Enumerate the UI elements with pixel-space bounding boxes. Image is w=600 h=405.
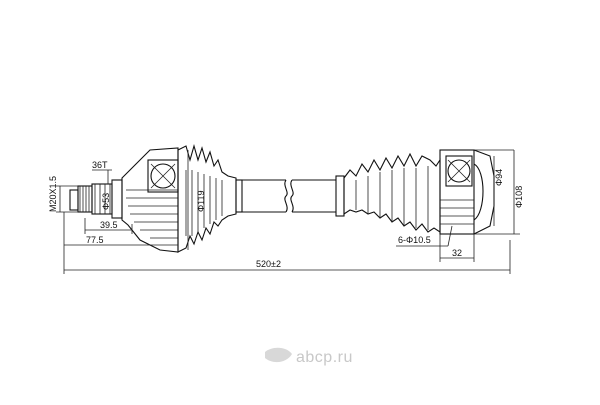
inner-boot [343, 152, 441, 234]
length-39-5-label: 39.5 [100, 220, 118, 230]
teeth-label: 36T [92, 160, 108, 170]
watermark: abcp.ru [265, 347, 353, 366]
drive-shaft [235, 175, 345, 217]
watermark-text: abcp.ru [296, 349, 353, 366]
outer-cv-joint [121, 147, 179, 253]
diameter-108-label: Φ108 [514, 186, 524, 208]
diameter-94-label: Φ94 [494, 169, 504, 186]
diameter-53-label: Φ53 [101, 193, 111, 210]
length-77-5-label: 77.5 [86, 235, 104, 245]
thread-label: M20X1.5 [48, 176, 58, 212]
length-32-label: 32 [452, 248, 462, 258]
diameter-119-label: Φ119 [196, 190, 206, 212]
inner-cv-joint [439, 149, 495, 235]
outer-boot [177, 143, 237, 253]
total-length-label: 520±2 [256, 259, 281, 269]
dimension-lines [56, 149, 520, 274]
bolt-pattern-label: 6-Φ10.5 [398, 235, 431, 245]
watermark-logo-icon [265, 347, 292, 363]
